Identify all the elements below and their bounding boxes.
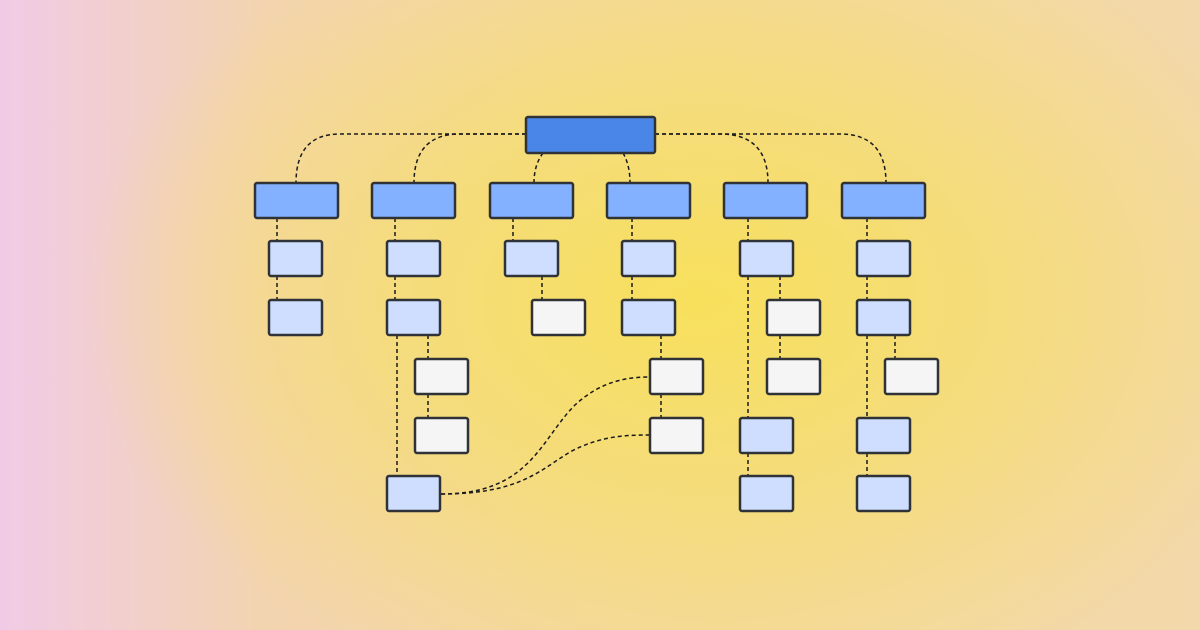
connector-root-branch-2 <box>413 133 526 184</box>
leaf-node <box>765 298 822 337</box>
leaf-node <box>385 298 442 337</box>
leaf-node <box>530 298 587 337</box>
leaf-node <box>855 239 912 278</box>
root-node <box>524 115 657 155</box>
branch-node-3 <box>488 181 575 220</box>
leaf-node <box>855 298 912 337</box>
connector-cross-2 <box>440 434 651 495</box>
branch-node-4 <box>605 181 692 220</box>
branch-node-2 <box>370 181 457 220</box>
branch-node-5 <box>722 181 809 220</box>
leaf-node <box>267 239 324 278</box>
leaf-node <box>648 357 705 396</box>
leaf-node <box>855 416 912 455</box>
leaf-node <box>620 239 677 278</box>
leaf-node <box>620 298 677 337</box>
connector-root-branch-6 <box>655 133 887 184</box>
leaf-node <box>738 239 795 278</box>
connector-root-branch-3 <box>533 152 544 184</box>
leaf-node <box>738 474 795 513</box>
leaf-node <box>765 357 822 396</box>
leaf-node <box>267 298 324 337</box>
leaf-node <box>855 474 912 513</box>
connector-root-branch-1 <box>295 133 526 184</box>
leaf-node <box>385 239 442 278</box>
connector-root-branch-4 <box>622 152 631 184</box>
connector-root-branch-5 <box>655 133 769 184</box>
branch-node-1 <box>253 181 340 220</box>
leaf-node <box>413 357 470 396</box>
connector-cross-1 <box>440 376 651 495</box>
leaf-node <box>503 239 560 278</box>
leaf-node <box>413 416 470 455</box>
leaf-node <box>883 357 940 396</box>
leaf-node <box>648 416 705 455</box>
branch-node-6 <box>840 181 927 220</box>
leaf-node <box>385 474 442 513</box>
leaf-node <box>738 416 795 455</box>
